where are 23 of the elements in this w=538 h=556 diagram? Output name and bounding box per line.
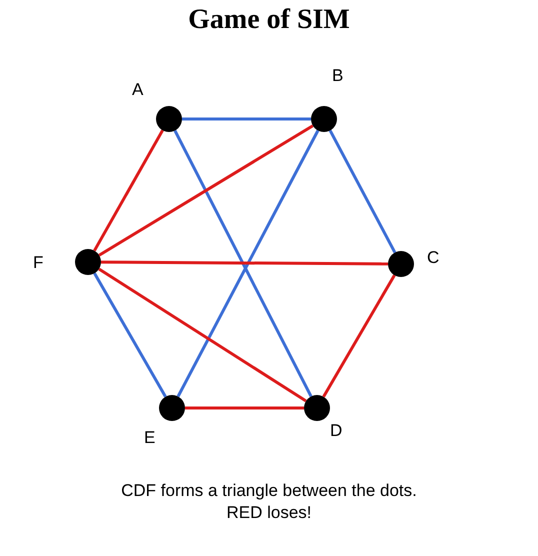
line	[328, 130, 396, 254]
point-label: A	[132, 80, 144, 100]
dot	[75, 249, 101, 275]
point-label: D	[330, 421, 342, 441]
point-label: B	[332, 66, 344, 86]
dot	[159, 395, 185, 421]
dot	[388, 251, 414, 277]
dot	[156, 106, 182, 132]
line	[98, 268, 307, 402]
line	[322, 274, 396, 398]
point-label: F	[33, 253, 44, 273]
line	[93, 130, 164, 252]
point-label: E	[144, 428, 156, 448]
line	[182, 118, 311, 120]
title: Game of SIM	[187, 4, 351, 36]
line	[185, 406, 304, 410]
point-label: C	[427, 248, 440, 268]
line	[93, 272, 167, 398]
line	[98, 124, 314, 257]
line	[101, 260, 388, 266]
caption: CDF forms a triangle between the dots. RED loses!	[120, 480, 418, 524]
dot	[304, 395, 330, 421]
dot	[311, 106, 337, 132]
